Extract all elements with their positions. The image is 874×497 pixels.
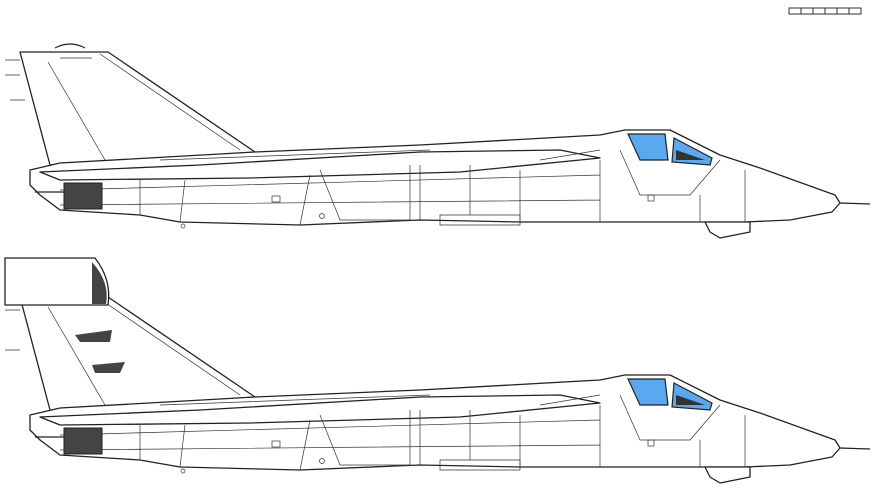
scale-bar	[788, 7, 862, 15]
aircraft-side-view-bottom	[4, 257, 871, 484]
aircraft-side-view-top	[5, 43, 871, 239]
fin-tip-pod	[4, 257, 110, 306]
